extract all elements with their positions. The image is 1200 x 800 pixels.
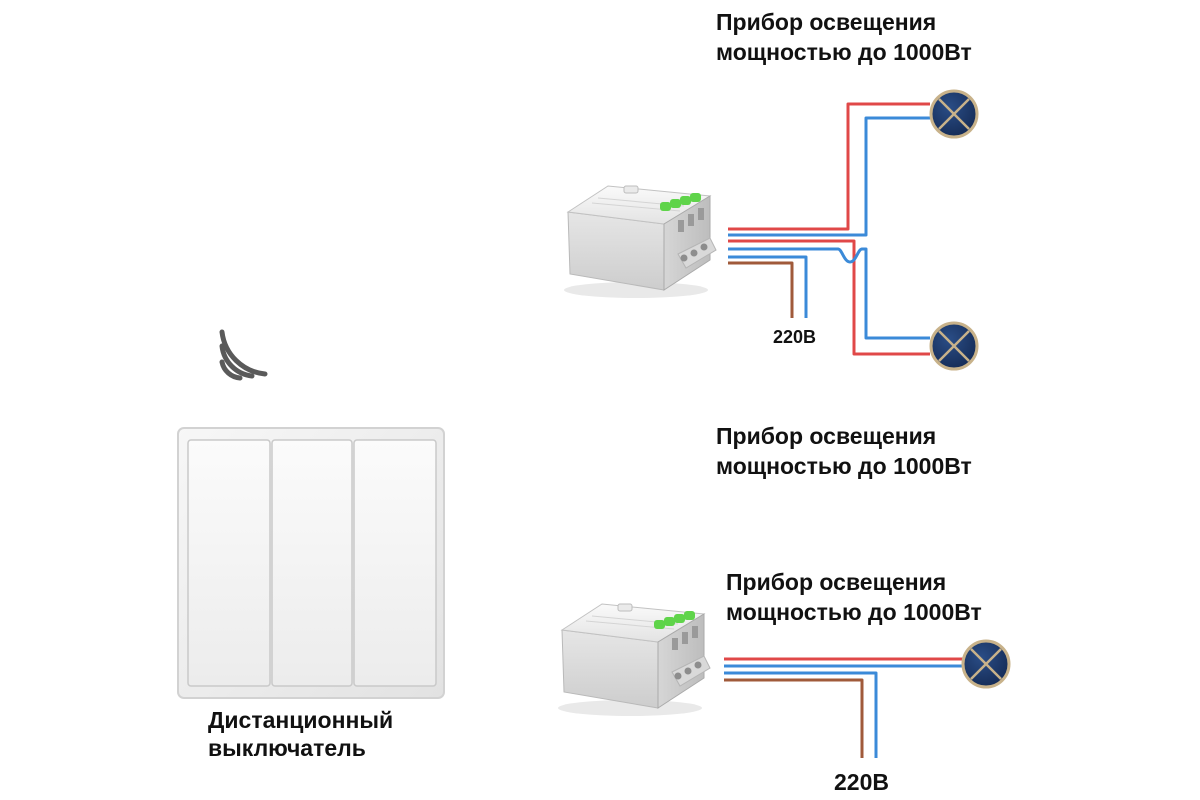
wireless-signal-icon <box>219 329 268 381</box>
lamp-icon-bottom <box>961 639 1011 689</box>
top-lamp-label-line1: Прибор освещения <box>716 9 936 35</box>
mid-lamp-label-line2: мощностью до 1000Вт <box>716 453 972 479</box>
mid-lamp-label-line1: Прибор освещения <box>716 423 936 449</box>
top-lamp-label-line2: мощностью до 1000Вт <box>716 39 972 65</box>
receiver-module-bottom <box>557 603 711 717</box>
receiver-module-top <box>563 185 717 299</box>
switch-key-1 <box>187 439 271 687</box>
lamp-icon-top-2 <box>929 321 979 371</box>
top-supply-label: 220В <box>773 327 816 347</box>
top-circuit-wires <box>728 102 930 356</box>
bottom-lamp-label-line1: Прибор освещения <box>726 569 946 595</box>
lamp-icon-top-1 <box>929 89 979 139</box>
bottom-circuit-wires <box>724 657 964 758</box>
remote-switch <box>177 427 445 699</box>
switch-key-3 <box>353 439 437 687</box>
bottom-supply-label: 220В <box>834 769 889 795</box>
bottom-lamp-label-line2: мощностью до 1000Вт <box>726 599 982 625</box>
remote-switch-label-line2: выключатель <box>208 735 366 761</box>
remote-switch-label-line1: Дистанционный <box>208 707 393 733</box>
switch-key-2 <box>271 439 353 687</box>
